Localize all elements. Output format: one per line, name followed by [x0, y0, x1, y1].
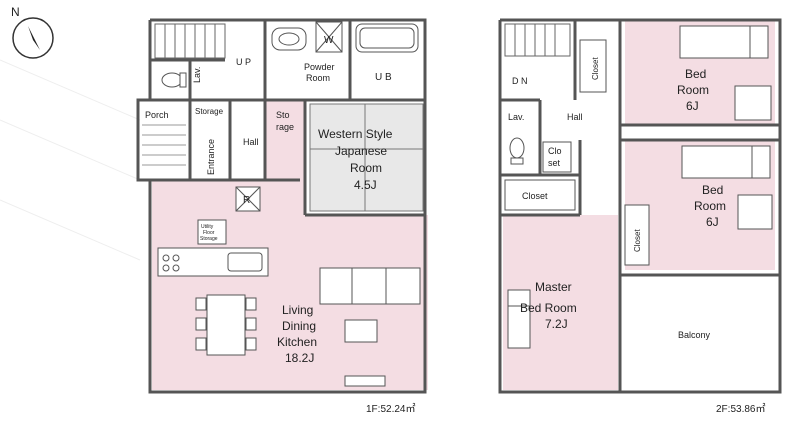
- japanese-room-label-4: 4.5J: [354, 178, 377, 192]
- ldk-label-3: Kitchen: [277, 335, 317, 349]
- japanese-room-label-3: Room: [350, 161, 382, 175]
- porch-label: Porch: [145, 110, 169, 120]
- closet-right-label: Closet: [633, 229, 642, 252]
- utility-label-3: Storage: [200, 236, 218, 242]
- dn-label: D N: [512, 76, 528, 86]
- coffee-table: [344, 319, 378, 343]
- bed1-label-2: Room: [677, 83, 709, 97]
- toilet-icon-2f: [509, 137, 525, 165]
- hall-label-1f: Hall: [243, 137, 259, 147]
- japanese-room-label-1: Western Style: [318, 127, 393, 141]
- ldk-label-2: Dining: [282, 319, 316, 333]
- floor1-area-label: 1F:52.24㎡: [366, 403, 415, 415]
- storage2-label-1: Sto: [276, 110, 290, 120]
- sofa: [319, 267, 421, 305]
- up-label: U P: [236, 57, 251, 67]
- storage2-label-2: rage: [276, 122, 294, 132]
- bed1-label-3: 6J: [686, 99, 699, 113]
- powder-room-label-1: Powder: [304, 62, 335, 72]
- washer-label: W: [324, 35, 334, 46]
- tv-board: [344, 375, 386, 387]
- bed2-label-1: Bed: [702, 183, 723, 197]
- compass-icon: N: [11, 5, 54, 59]
- ldk-label-1: Living: [282, 303, 313, 317]
- master-label-3: 7.2J: [545, 317, 568, 331]
- entrance-hatch: [142, 124, 186, 166]
- closet-mid-label: Closet: [522, 191, 548, 201]
- master-bed-furniture: [507, 289, 531, 349]
- stairs-floor1: [154, 23, 226, 59]
- master-label-2: Bed Room: [520, 301, 577, 315]
- floor1-plan: W R Utility Floor Storage: [136, 18, 428, 415]
- lav-label-2f: Lav.: [508, 112, 524, 122]
- powder-room-label-2: Room: [306, 73, 330, 83]
- closet-small-label-2: set: [548, 158, 561, 168]
- closet-mid: [504, 179, 576, 211]
- refrigerator-label: R: [243, 195, 250, 206]
- closet-top: [579, 39, 607, 93]
- closet-right: [624, 204, 650, 266]
- bed2-label-3: 6J: [706, 215, 719, 229]
- background-hatching: [0, 59, 141, 261]
- bathtub-icon: [355, 23, 419, 53]
- balcony-label: Balcony: [678, 330, 711, 340]
- closet-top-label: Closet: [591, 57, 600, 80]
- bed2-label-2: Room: [694, 199, 726, 213]
- utility-label-1: Utility: [201, 224, 214, 230]
- lav-label-1f: Lav.: [192, 67, 202, 83]
- closet-small: [542, 141, 572, 173]
- entrance-label: Entrance: [206, 139, 216, 175]
- utility-label-2: Floor: [203, 230, 215, 236]
- storage-area-fill: [265, 100, 305, 180]
- storage-label: Storage: [195, 107, 224, 116]
- floor2-area-label: 2F:53.86㎡: [716, 403, 765, 415]
- japanese-room-label-2: Japanese: [335, 144, 387, 158]
- master-label-1: Master: [535, 280, 572, 294]
- ub-label: U B: [375, 72, 392, 83]
- utility-storage-box: Utility Floor Storage: [197, 219, 227, 245]
- kitchen-counter: [157, 247, 269, 277]
- sink-icon: [271, 27, 307, 51]
- tatami-mats: [309, 103, 424, 212]
- dining-table: [195, 294, 257, 356]
- bed1-label-1: Bed: [685, 67, 706, 81]
- hall-label-2f: Hall: [567, 112, 583, 122]
- ldk-label-4: 18.2J: [285, 351, 314, 365]
- toilet-icon: [161, 72, 187, 88]
- compass-north-label: N: [11, 5, 20, 19]
- bed2-furniture: [681, 145, 773, 230]
- floor2-plan: D N Closet Bed Room 6J Lav. Hall Clo set…: [498, 18, 782, 415]
- closet-small-label-1: Clo: [548, 146, 562, 156]
- stairs-floor2: [504, 23, 571, 57]
- bed1-furniture: [679, 25, 772, 121]
- washer-icon: W: [315, 21, 343, 53]
- refrigerator-icon: R: [235, 186, 261, 212]
